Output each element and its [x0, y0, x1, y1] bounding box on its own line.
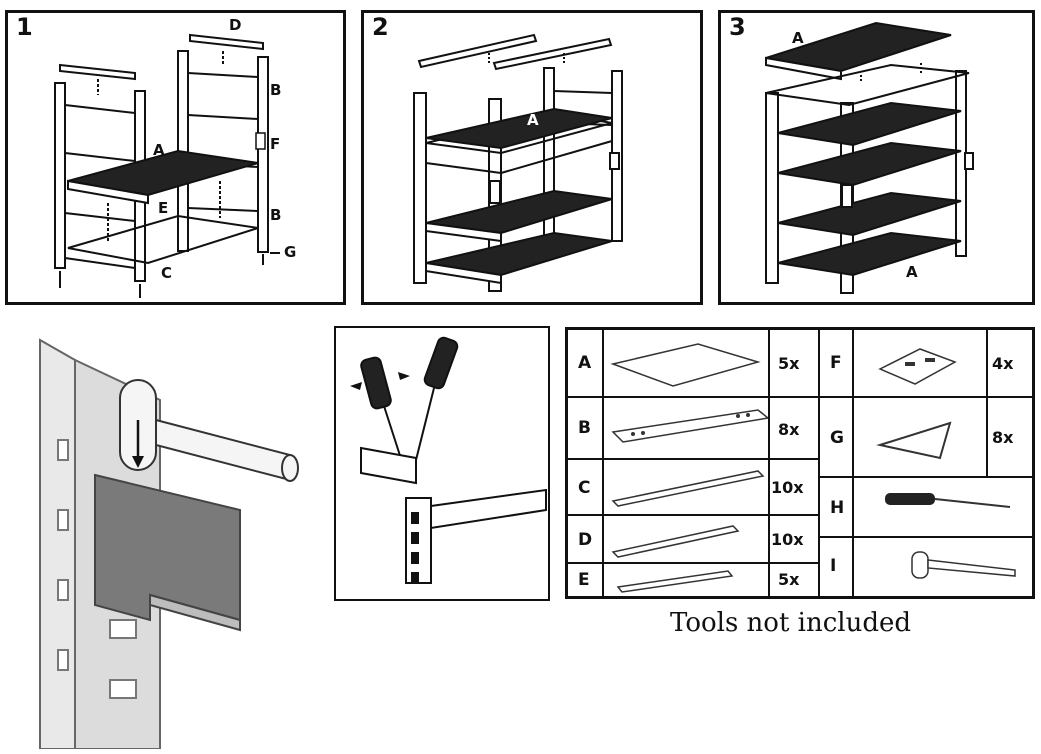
- parts-row-a: A 5x: [568, 330, 820, 398]
- hook-insertion-drawing: [39, 338, 299, 750]
- label-a: A: [153, 141, 165, 159]
- parts-row-g: G 8x: [820, 398, 1032, 478]
- label-e: E: [158, 199, 169, 217]
- screw-fastening-drawing: [350, 336, 547, 584]
- parts-row-c: C 10x: [568, 460, 820, 516]
- parts-row-d: D 10x: [568, 516, 820, 564]
- part-letter: I: [830, 556, 837, 576]
- part-letter: F: [830, 353, 842, 373]
- parts-row-b: B 8x: [568, 398, 820, 460]
- label-b-bottom: B: [270, 206, 282, 224]
- step-1-panel: 1: [5, 10, 346, 305]
- tools-note: Tools not included: [670, 608, 912, 638]
- perforated-beam-icon: [611, 409, 770, 443]
- divider: [602, 330, 604, 596]
- part-qty: 8x: [992, 428, 1014, 447]
- step-1-drawing: [54, 33, 280, 298]
- label-a: A: [527, 111, 539, 129]
- part-letter: C: [578, 478, 591, 498]
- step-number: 2: [372, 13, 389, 41]
- long-rail-icon: [611, 470, 765, 507]
- divider: [768, 330, 770, 596]
- divider: [986, 330, 988, 478]
- part-qty: 5x: [778, 570, 800, 589]
- part-letter: G: [830, 428, 844, 448]
- step-3-panel: 3 A A: [718, 10, 1035, 305]
- step-3-drawing: [765, 21, 974, 294]
- connector-plate-icon: [878, 348, 957, 385]
- parts-row-e: E 5x: [568, 564, 820, 596]
- step-number: 3: [729, 13, 746, 41]
- part-qty: 10x: [771, 530, 804, 549]
- parts-row-f: F 4x: [820, 330, 1032, 398]
- beam-hook-detail: [0, 320, 330, 750]
- parts-row-h: H: [820, 478, 1032, 538]
- cross-bar-icon: [616, 570, 734, 593]
- part-qty: 4x: [992, 354, 1014, 373]
- label-a-bottom: A: [906, 263, 918, 281]
- parts-table: A 5x B 8x C 10x D 10x E 5x: [565, 327, 1035, 599]
- label-f: F: [270, 135, 281, 153]
- screwdriver-detail-panel: [334, 326, 550, 601]
- step-2-panel: 2 A: [361, 10, 703, 305]
- short-rail-icon: [611, 525, 740, 558]
- shelf-board-icon: [610, 343, 761, 387]
- divider: [852, 330, 854, 596]
- part-letter: B: [578, 418, 591, 438]
- step-number: 1: [16, 13, 33, 41]
- part-letter: E: [578, 570, 590, 590]
- part-qty: 5x: [778, 354, 800, 373]
- label-d: D: [229, 16, 242, 34]
- label-g: G: [284, 243, 297, 261]
- step-2-drawing: [413, 33, 623, 292]
- foot-bracket-icon: [876, 421, 952, 460]
- label-a-top: A: [792, 29, 804, 47]
- mallet-icon: [911, 551, 1016, 579]
- label-b-top: B: [270, 81, 282, 99]
- part-letter: D: [578, 530, 593, 550]
- label-c: C: [161, 264, 173, 282]
- parts-row-i: I: [820, 538, 1032, 596]
- part-qty: 10x: [771, 478, 804, 497]
- screwdriver-icon: [885, 493, 1011, 508]
- part-letter: H: [830, 498, 845, 518]
- part-letter: A: [578, 353, 592, 373]
- part-qty: 8x: [778, 420, 800, 439]
